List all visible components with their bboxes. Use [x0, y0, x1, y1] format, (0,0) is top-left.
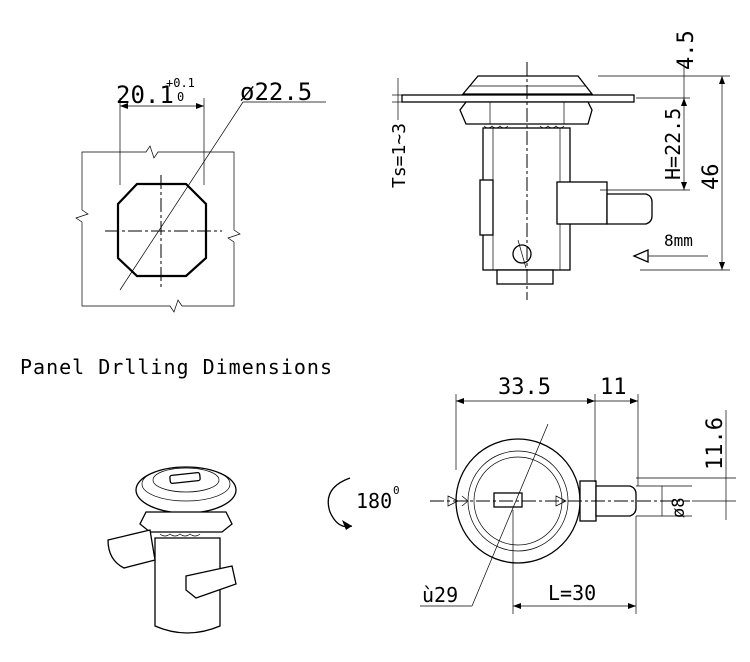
cam-arm	[606, 193, 653, 225]
lock-head-ring	[141, 466, 231, 502]
cam-offset-text: 11.6	[703, 417, 728, 470]
body-base	[496, 269, 554, 285]
lock-face	[152, 467, 220, 493]
front-width-text: 33.5	[498, 375, 551, 400]
screw-slot	[517, 239, 527, 269]
height-text: H=22.5	[661, 108, 685, 180]
lock-cam-arm	[185, 565, 237, 599]
dimension-arrows	[630, 398, 638, 404]
drilling-width-text: 20.1	[116, 81, 174, 109]
rotation-indicator: 180 0	[327, 477, 400, 530]
lock-perspective-view	[107, 466, 237, 634]
diameter-leader	[471, 423, 549, 607]
length-text: L=30	[548, 581, 596, 605]
lock-nut	[139, 511, 233, 533]
lock-side-tab	[107, 529, 156, 569]
diameter-leader	[119, 101, 244, 291]
body-diameter-text: ù29	[422, 583, 458, 607]
panel-drilling-view: 20.1 +0.1 0 ø22.5	[75, 76, 326, 313]
cam-base	[556, 181, 608, 225]
total-height-text: 46	[699, 164, 724, 191]
front-keyhole	[493, 492, 523, 508]
rotation-angle-text: 180	[356, 489, 392, 513]
rotation-degree-text: 0	[393, 484, 400, 497]
lock-thread	[159, 533, 201, 537]
mounting-panel	[401, 94, 635, 103]
rotation-arrow	[327, 477, 353, 528]
tolerance-lower-text: 0	[177, 90, 184, 104]
rotation-arrow-head	[342, 520, 352, 530]
side-view: 4.5 H=22.5 46 Ts=1~3 8mm	[389, 30, 730, 300]
panel-thickness-text: Ts=1~3	[389, 123, 410, 188]
panel-outline	[75, 145, 241, 313]
cam-diameter-text: ø8	[669, 498, 689, 518]
cam-extension-text: 11	[600, 375, 627, 400]
panel-drilling-caption: Panel Drlling Dimensions	[20, 355, 333, 379]
flange-thickness-text: 4.5	[674, 30, 699, 70]
drilling-diameter-text: ø22.5	[240, 78, 312, 106]
direction-arrow	[632, 249, 649, 263]
front-view: 33.5 11 11.6 ø8 ù29 L=30	[420, 375, 736, 614]
cam-width-text: 8mm	[664, 231, 693, 250]
keyhole	[169, 472, 201, 484]
drilled-hole	[116, 182, 208, 278]
body-tab	[479, 179, 494, 236]
tolerance-upper-text: +0.1	[166, 76, 195, 90]
mounting-nut	[459, 101, 593, 125]
